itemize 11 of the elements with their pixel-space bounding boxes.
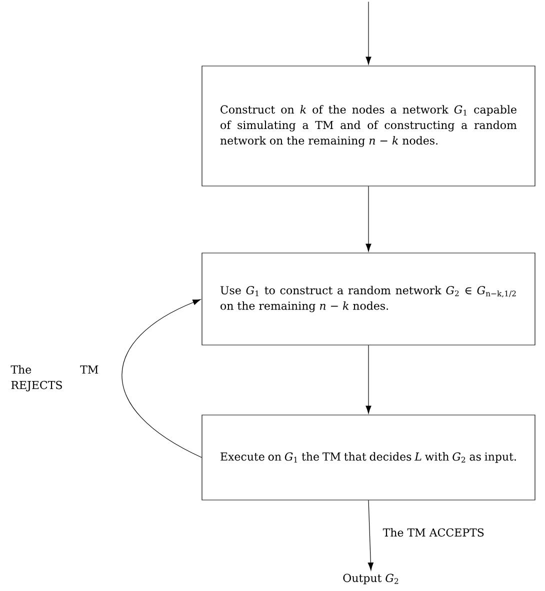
edge-label: The TM ACCEPTS [382, 527, 486, 538]
process-box: Use G$_{1}$ to construct a random network G$_{2}$ ∈ G$_{n−k,1/2}$ on the remaining n−k nodes. [202, 252, 536, 346]
process-box: Construct on k of the nodes a network G$_{1}$ capable of simulating a TM and of constructing a random network on the remaining n − k nodes. [202, 66, 536, 186]
edge-label: The TM REJECTS [10, 364, 100, 392]
process-box: Execute on G$_{1}$ the TM that decides L with G$_{2}$ as input. [202, 414, 536, 500]
arrow [368, 500, 374, 570]
arrow [366, 186, 372, 252]
arrow [366, 1, 372, 65]
arrow [122, 299, 202, 458]
arrow [366, 345, 372, 414]
output-text: Output G$_{2}$ [343, 574, 398, 584]
